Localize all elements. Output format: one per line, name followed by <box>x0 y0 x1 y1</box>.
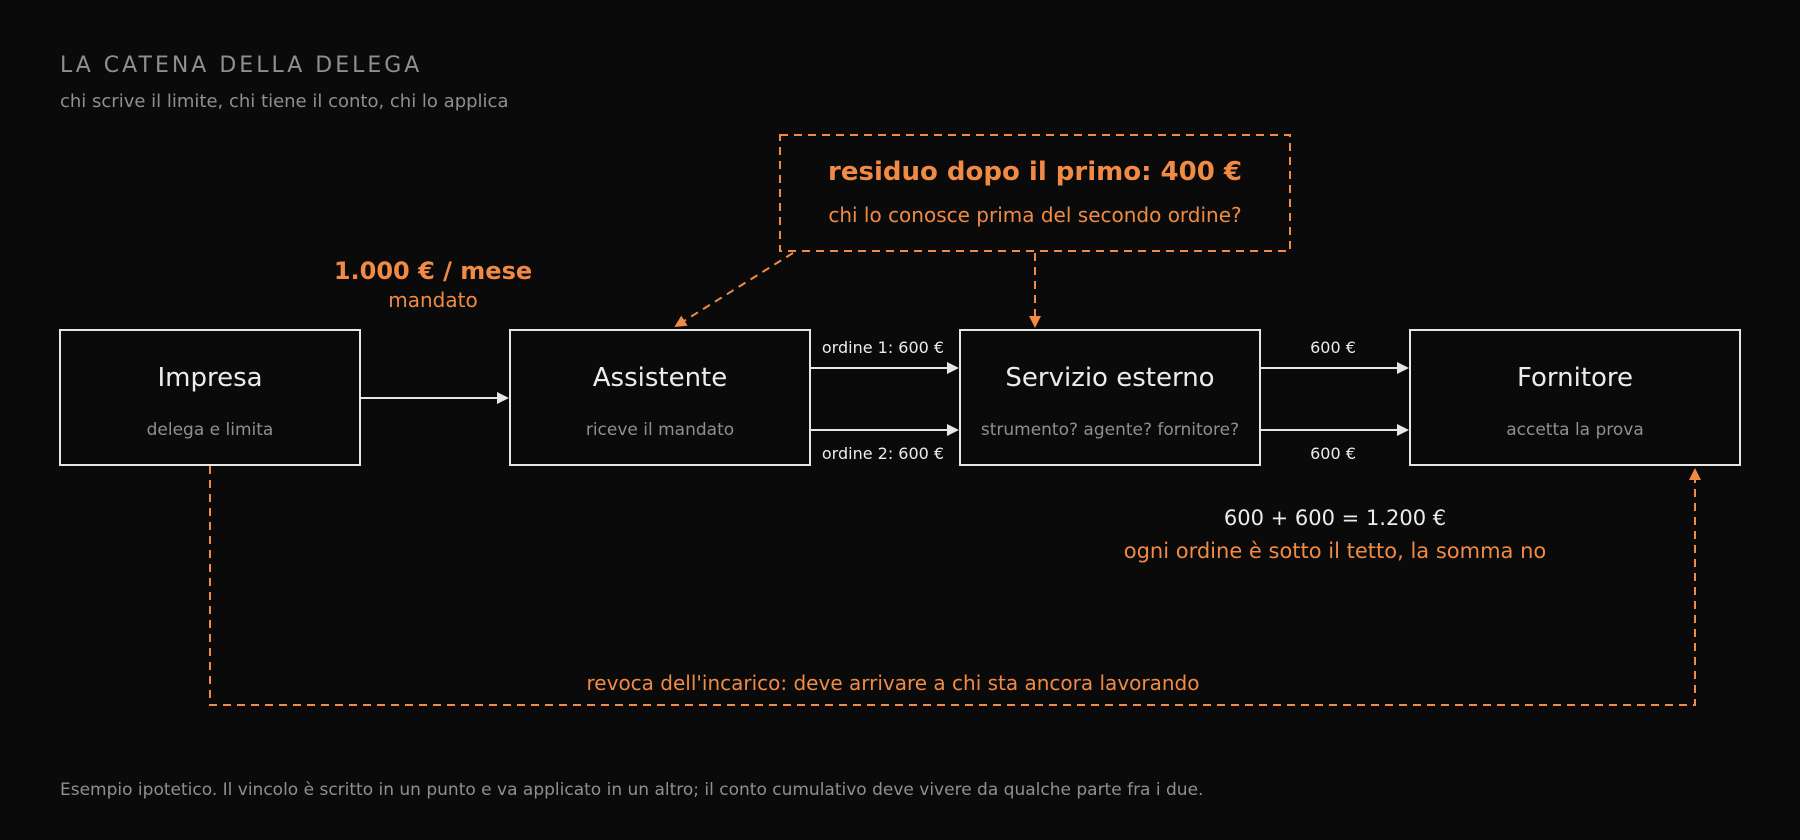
node-fornitore-title: Fornitore <box>1517 363 1633 393</box>
node-servizio: Servizio esterno strumento? agente? forn… <box>959 329 1261 466</box>
residual-box <box>779 134 1291 252</box>
node-assistente-sub: riceve il mandato <box>586 420 734 440</box>
footer-note: Esempio ipotetico. Il vincolo è scritto … <box>60 780 1203 800</box>
node-assistente-title: Assistente <box>593 363 728 393</box>
node-assistente: Assistente riceve il mandato <box>509 329 811 466</box>
revocation-label: revoca dell'incarico: deve arrivare a ch… <box>587 671 1200 695</box>
page-title: LA CATENA DELLA DELEGA <box>60 53 422 78</box>
mandate-label: mandato <box>388 288 477 312</box>
residual-question: chi lo conosce prima del secondo ordine? <box>828 203 1241 227</box>
sum-equation: 600 + 600 = 1.200 € <box>1224 506 1446 530</box>
node-impresa: Impresa delega e limita <box>59 329 361 466</box>
node-impresa-title: Impresa <box>157 363 262 393</box>
node-fornitore-sub: accetta la prova <box>1506 420 1644 440</box>
order2-label: ordine 2: 600 € <box>822 444 944 463</box>
mandate-amount: 1.000 € / mese <box>334 257 532 285</box>
node-impresa-sub: delega e limita <box>147 420 274 440</box>
sum-note: ogni ordine è sotto il tetto, la somma n… <box>1124 539 1547 563</box>
out1-label: 600 € <box>1310 338 1356 357</box>
page-subtitle: chi scrive il limite, chi tiene il conto… <box>60 91 508 112</box>
residual-to-assistente-arrow <box>674 252 794 328</box>
revocation-path <box>209 466 1701 706</box>
node-fornitore: Fornitore accetta la prova <box>1409 329 1741 466</box>
node-servizio-sub: strumento? agente? fornitore? <box>981 420 1239 440</box>
out2-label: 600 € <box>1310 444 1356 463</box>
residual-title: residuo dopo il primo: 400 € <box>828 157 1242 187</box>
node-servizio-title: Servizio esterno <box>1005 363 1214 393</box>
order1-label: ordine 1: 600 € <box>822 338 944 357</box>
